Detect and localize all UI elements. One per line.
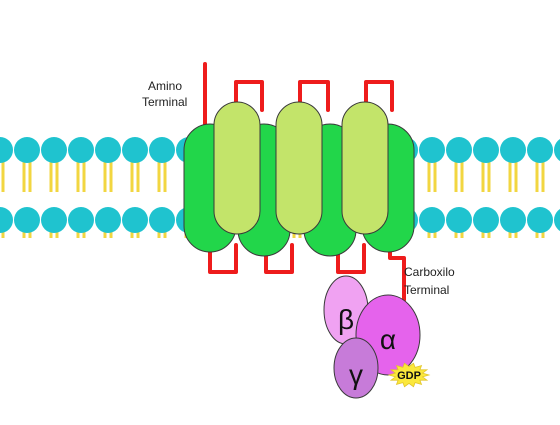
amino-label-line1: Amino <box>148 79 182 93</box>
lipid-head <box>446 137 472 163</box>
helices-front <box>213 101 389 235</box>
intracellular-loop-1 <box>208 243 238 274</box>
amino-label-line2: Terminal <box>142 95 187 109</box>
lipid-head <box>14 137 40 163</box>
lipid-head <box>149 137 175 163</box>
intracellular-loop-3 <box>336 243 366 274</box>
lipid-head <box>122 137 148 163</box>
lipid-head <box>122 207 148 233</box>
carboxyl-terminal-tail <box>388 243 406 302</box>
extracellular-loop-2 <box>298 80 330 112</box>
g-protein-labels: β α γ GDP <box>338 304 421 390</box>
gdp-burst-icon <box>387 362 431 388</box>
beta-label: β <box>338 304 354 335</box>
carboxyl-label-line1: Carboxilo <box>404 265 455 279</box>
gamma-label: γ <box>349 359 363 390</box>
lipid-head <box>500 137 526 163</box>
lipid-head <box>0 137 13 163</box>
terminal-labels: Amino Terminal Carboxilo Terminal <box>142 79 455 297</box>
helix-light-1 <box>213 101 261 235</box>
lipid-head <box>500 207 526 233</box>
carboxyl-label-line2: Terminal <box>404 283 449 297</box>
lipid-head <box>41 137 67 163</box>
lipid-head <box>527 207 553 233</box>
lipid-head <box>95 137 121 163</box>
extracellular-loop-3 <box>364 80 394 112</box>
lipid-head <box>419 137 445 163</box>
intracellular-loop-2 <box>264 243 294 274</box>
lipid-head <box>0 207 13 233</box>
lipid-head <box>473 207 499 233</box>
helix-light-2 <box>275 101 323 235</box>
lipid-head <box>41 207 67 233</box>
lipid-head <box>554 209 560 231</box>
lipid-head <box>149 207 175 233</box>
lipid-head <box>446 207 472 233</box>
lipid-head <box>419 207 445 233</box>
gdp-label: GDP <box>397 370 421 382</box>
lipid-head <box>95 207 121 233</box>
gamma-subunit <box>333 337 379 399</box>
lipid-head <box>14 207 40 233</box>
lipid-head <box>68 137 94 163</box>
lipid-head <box>527 137 553 163</box>
extracellular-loop-1 <box>234 80 264 112</box>
alpha-label: α <box>380 324 396 355</box>
lipid-head <box>554 139 560 161</box>
lipid-head <box>473 137 499 163</box>
g-protein <box>323 275 431 399</box>
helix-light-3 <box>341 101 389 235</box>
lipid-head <box>68 207 94 233</box>
